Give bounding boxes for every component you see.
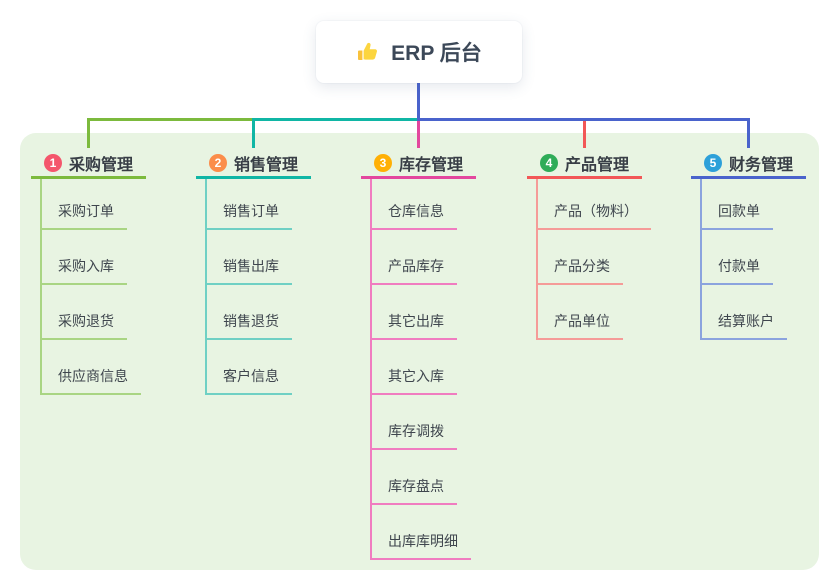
child-node[interactable]: 产品单位 (536, 312, 623, 340)
child-label: 结算账户 (718, 313, 774, 329)
child-node[interactable]: 库存调拨 (370, 422, 457, 450)
child-node[interactable]: 其它出库 (370, 312, 457, 340)
child-label: 其它出库 (388, 313, 444, 329)
child-node[interactable]: 库存盘点 (370, 477, 457, 505)
branch-badge-3: 3 (373, 154, 392, 172)
child-label: 出库库明细 (388, 533, 458, 549)
child-label: 产品（物料） (554, 203, 638, 219)
branch-badge-1: 1 (43, 154, 62, 172)
root-title: ERP 后台 (391, 42, 482, 65)
branch-label: 库存管理 (398, 157, 463, 174)
child-node[interactable]: 客户信息 (205, 367, 292, 395)
connector-drop-purchase (87, 118, 90, 148)
child-node[interactable]: 销售退货 (205, 312, 292, 340)
branch-spine (700, 179, 702, 340)
branch-badge-2: 2 (208, 154, 227, 172)
child-node[interactable]: 采购入库 (40, 257, 127, 285)
branch-node-inventory[interactable]: 3 库存管理 (361, 150, 476, 179)
child-node[interactable]: 产品（物料） (536, 202, 651, 230)
branch-label: 采购管理 (68, 157, 133, 174)
child-label: 采购退货 (58, 313, 114, 329)
branch-node-finance[interactable]: 5 财务管理 (691, 150, 806, 179)
branch-label: 销售管理 (233, 157, 298, 174)
branch-spine (205, 179, 207, 395)
child-node[interactable]: 付款单 (700, 257, 773, 285)
child-label: 采购入库 (58, 258, 114, 274)
child-node[interactable]: 出库库明细 (370, 532, 471, 560)
branch-spine (536, 179, 538, 340)
connector-drop-inventory (417, 121, 420, 148)
child-node[interactable]: 供应商信息 (40, 367, 141, 395)
branch-label: 财务管理 (728, 157, 793, 174)
child-label: 供应商信息 (58, 368, 128, 384)
child-label: 付款单 (718, 258, 760, 274)
child-label: 销售订单 (223, 203, 279, 219)
branch-badge-5: 5 (703, 154, 722, 172)
branch-spine (40, 179, 42, 395)
child-label: 仓库信息 (388, 203, 444, 219)
connector-horizontal-teal (252, 118, 417, 121)
connector-drop-finance (747, 118, 750, 148)
child-node[interactable]: 回款单 (700, 202, 773, 230)
child-label: 客户信息 (223, 368, 279, 384)
child-label: 采购订单 (58, 203, 114, 219)
connector-drop-product (583, 121, 586, 148)
child-label: 回款单 (718, 203, 760, 219)
connector-horizontal-green (87, 118, 252, 121)
child-node[interactable]: 仓库信息 (370, 202, 457, 230)
branch-spine (370, 179, 372, 560)
connector-root-vertical (417, 83, 420, 121)
child-node[interactable]: 采购退货 (40, 312, 127, 340)
child-label: 销售出库 (223, 258, 279, 274)
branch-node-product[interactable]: 4 产品管理 (527, 150, 642, 179)
connector-drop-sales (252, 121, 255, 148)
thumbs-up-icon (356, 40, 380, 64)
child-node[interactable]: 销售订单 (205, 202, 292, 230)
child-label: 其它入库 (388, 368, 444, 384)
child-label: 产品单位 (554, 313, 610, 329)
child-node[interactable]: 产品分类 (536, 257, 623, 285)
branch-node-purchase[interactable]: 1 采购管理 (31, 150, 146, 179)
child-label: 库存调拨 (388, 423, 444, 439)
connector-horizontal-blue (417, 118, 750, 121)
child-node[interactable]: 结算账户 (700, 312, 787, 340)
branches-panel (20, 133, 819, 570)
child-label: 库存盘点 (388, 478, 444, 494)
child-label: 产品分类 (554, 258, 610, 274)
child-node[interactable]: 采购订单 (40, 202, 127, 230)
branch-badge-4: 4 (539, 154, 558, 172)
child-node[interactable]: 产品库存 (370, 257, 457, 285)
child-node[interactable]: 销售出库 (205, 257, 292, 285)
child-node[interactable]: 其它入库 (370, 367, 457, 395)
branch-label: 产品管理 (564, 157, 629, 174)
root-node[interactable]: ERP 后台 (316, 21, 522, 83)
branch-node-sales[interactable]: 2 销售管理 (196, 150, 311, 179)
child-label: 产品库存 (388, 258, 444, 274)
child-label: 销售退货 (223, 313, 279, 329)
